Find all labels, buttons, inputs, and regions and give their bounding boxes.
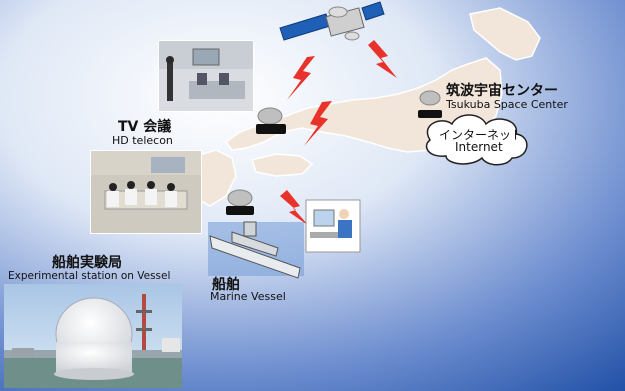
tsukuba-label-jp: 筑波宇宙センター <box>446 83 558 99</box>
meeting-room-photo <box>90 150 202 234</box>
ship-illustration <box>208 221 304 279</box>
internet-label-en: Internet <box>455 140 503 154</box>
operator-illustration <box>305 199 361 253</box>
tsukuba-dish-icon <box>418 90 442 118</box>
satellite-icon <box>279 1 385 41</box>
vessel-dish-icon <box>226 189 254 215</box>
internet-label-jp: インターネット <box>439 128 524 142</box>
vessel-station-label-en: Experimental station on Vessel <box>8 270 171 282</box>
antenna-dish-icon <box>256 107 286 134</box>
control-room-photo <box>158 40 254 112</box>
tv-conference-label-jp: TV 会議 <box>118 119 172 135</box>
vessel-station-label-jp: 船舶実験局 <box>52 255 122 271</box>
cloud-icon <box>425 114 528 166</box>
marine-vessel-label-jp: 船舶 <box>212 277 240 293</box>
vessel-station-photo <box>4 284 182 388</box>
marine-vessel-label-en: Marine Vessel <box>210 290 286 303</box>
lightning-link-icon <box>280 40 397 226</box>
tv-conference-label-en: HD telecon <box>112 134 173 147</box>
tsukuba-label-en: Tsukuba Space Center <box>446 98 568 111</box>
